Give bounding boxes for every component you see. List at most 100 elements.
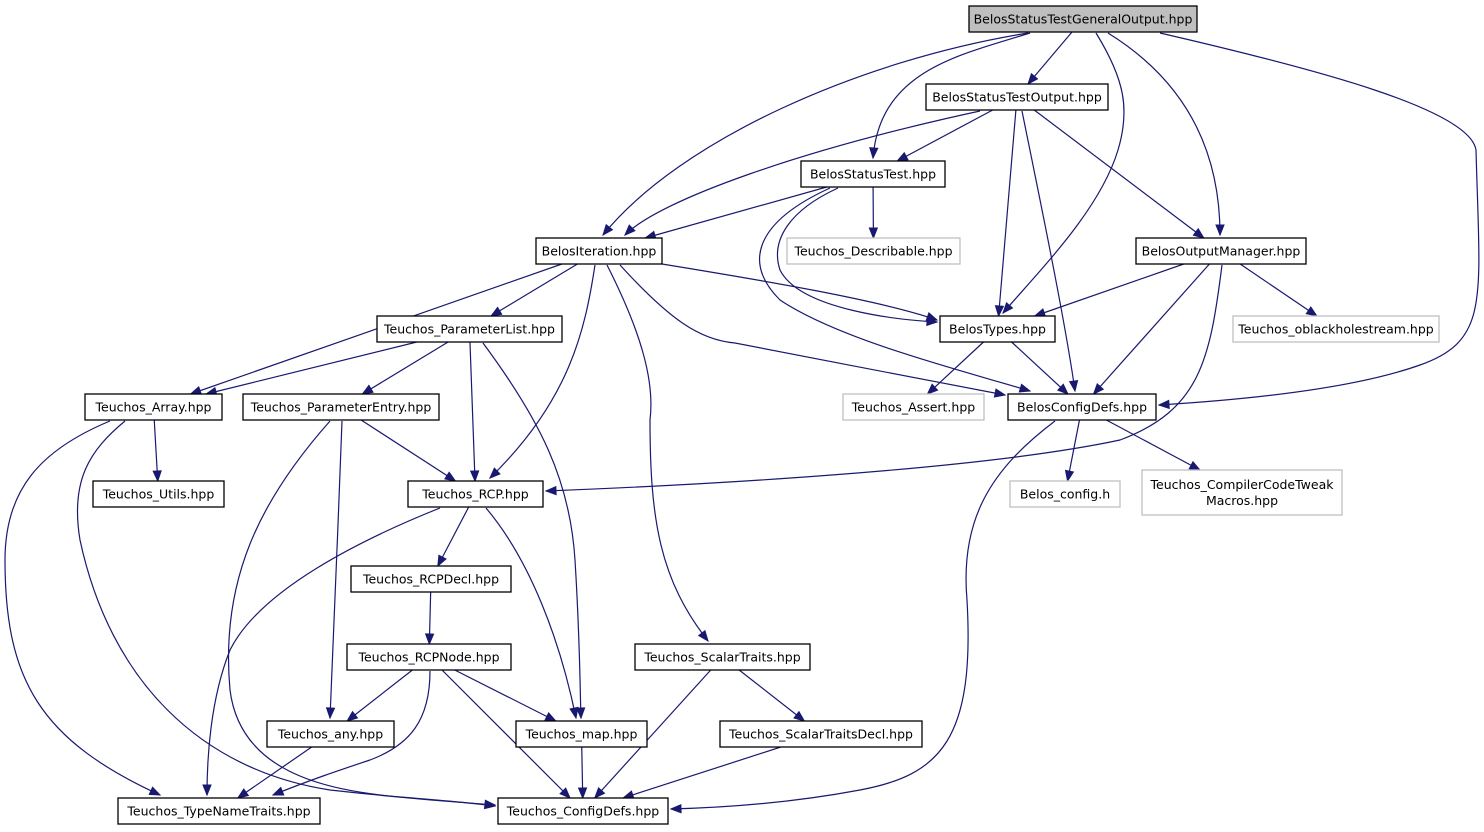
node-rcpdecl[interactable]: Teuchos_RCPDecl.hpp [350, 565, 512, 593]
node-sto[interactable]: BelosStatusTestOutput.hpp [925, 83, 1109, 111]
node-any[interactable]: Teuchos_any.hpp [266, 720, 395, 748]
node-box [407, 480, 544, 508]
edge-sto-to-bcd [1021, 110, 1076, 392]
edge-rcp-to-tnt [206, 507, 441, 796]
edge-root-to-sto [1027, 31, 1073, 85]
node-label: Teuchos_map.hpp [525, 727, 638, 742]
edge-types-to-assert [927, 341, 984, 395]
node-utils[interactable]: Teuchos_Utils.hpp [92, 480, 225, 508]
edge-pl-to-array [206, 341, 417, 395]
node-types[interactable]: BelosTypes.hpp [939, 315, 1056, 343]
arrowhead-sto-to-st [896, 151, 909, 162]
node-box [939, 315, 1056, 343]
edge-iter-to-array [190, 263, 563, 395]
edge-rcpnode-to-any [346, 669, 413, 722]
edge-sto-to-types [997, 109, 1017, 317]
node-label: Teuchos_Describable.hpp [793, 244, 952, 259]
node-box [515, 720, 648, 748]
node-root[interactable]: BelosStatusTestGeneralOutput.hpp [968, 5, 1198, 33]
node-scalar[interactable]: Teuchos_ScalarTraits.hpp [634, 643, 811, 671]
node-map[interactable]: Teuchos_map.hpp [515, 720, 648, 748]
arrowhead-sto-to-iter [624, 224, 636, 236]
node-assert: Teuchos_Assert.hpp [842, 393, 985, 421]
edge-sto-to-st [897, 109, 993, 162]
arrowhead-om-to-obh [1305, 306, 1318, 317]
arrowhead-om-to-rcp [544, 485, 557, 496]
edge-pe-to-tcd [227, 420, 496, 807]
arrowhead-root-to-types [1002, 301, 1014, 315]
edge-pe-to-rcp [360, 419, 456, 482]
arrowhead-rcpnode-to-map [544, 712, 557, 722]
node-rcpnode[interactable]: Teuchos_RCPNode.hpp [346, 643, 512, 671]
edge-om-to-bcd [1093, 263, 1210, 395]
node-pe[interactable]: Teuchos_ParameterEntry.hpp [242, 393, 440, 421]
arrowhead-array-to-utils [152, 470, 162, 483]
edge-om-to-types [1034, 263, 1184, 317]
node-label: Teuchos_ScalarTraits.hpp [643, 650, 800, 665]
edge-pe-to-any [329, 420, 343, 719]
node-label: Teuchos_Array.hpp [95, 400, 212, 415]
node-box [925, 83, 1109, 111]
node-label: BelosConfigDefs.hpp [1017, 400, 1147, 415]
node-om[interactable]: BelosOutputManager.hpp [1135, 237, 1307, 265]
edge-types-to-bcd [1011, 341, 1069, 395]
edge-root-to-types [1002, 32, 1125, 314]
arrowhead-pl-to-pe [361, 384, 374, 395]
node-box [242, 393, 440, 421]
edge-om-to-rcp [545, 264, 1223, 492]
arrowhead-pl-to-map [575, 707, 586, 720]
node-box [535, 237, 663, 265]
arrowhead-bcd-to-tcd [669, 803, 682, 814]
node-box [719, 720, 923, 748]
node-label: Teuchos_RCPDecl.hpp [362, 572, 499, 587]
node-tnt[interactable]: Teuchos_TypeNameTraits.hpp [117, 797, 321, 825]
node-label: BelosIteration.hpp [542, 244, 657, 259]
arrowhead-rcpnode-to-tnt [271, 786, 285, 796]
node-pl[interactable]: Teuchos_ParameterList.hpp [376, 315, 563, 343]
arrowhead-rcpnode-to-tcd [559, 787, 571, 799]
node-box [842, 393, 985, 421]
node-st[interactable]: BelosStatusTest.hpp [800, 160, 946, 188]
node-label: BelosStatusTestOutput.hpp [932, 90, 1102, 105]
arrowhead-bcd-to-bconf [1064, 469, 1075, 483]
edge-root-to-bcd [1158, 32, 1480, 406]
arrowhead-root-to-bcd [1157, 399, 1170, 410]
edge-pl-to-pe [362, 341, 449, 395]
node-rcp[interactable]: Teuchos_RCP.hpp [407, 480, 544, 508]
arrowhead-root-to-om [1215, 224, 1225, 237]
arrowhead-rcp-to-tnt [202, 784, 212, 797]
arrowhead-iter-to-scalar [697, 629, 709, 643]
edge-om-to-obh [1239, 263, 1318, 317]
arrowhead-iter-to-rcp [489, 467, 501, 479]
arrowhead-om-to-bcd [1092, 383, 1105, 396]
arrowhead-sto-to-bcd [1068, 379, 1079, 393]
node-bcd[interactable]: BelosConfigDefs.hpp [1007, 393, 1157, 421]
arrowhead-iter-to-array [189, 386, 203, 396]
edge-root-to-st [872, 32, 1031, 159]
node-iter[interactable]: BelosIteration.hpp [535, 237, 663, 265]
edge-rcpnode-to-map [454, 669, 557, 722]
arrowhead-types-to-bcd [1056, 383, 1069, 395]
node-label: Teuchos_ParameterList.hpp [383, 322, 555, 337]
arrowhead-any-to-tnt [236, 788, 250, 799]
edge-rcp-to-map [485, 507, 577, 719]
edge-scalar-to-tcd [594, 669, 712, 799]
edge-any-to-tnt [237, 746, 313, 799]
node-obh: Teuchos_oblackholestream.hpp [1232, 315, 1440, 343]
node-desc: Teuchos_Describable.hpp [786, 237, 961, 265]
node-tcd[interactable]: Teuchos_ConfigDefs.hpp [497, 797, 669, 825]
node-box [92, 480, 225, 508]
edge-rcp-to-rcpdecl [437, 506, 470, 567]
arrowhead-om-to-types [1033, 308, 1047, 318]
node-box [1141, 469, 1343, 516]
node-scalardecl[interactable]: Teuchos_ScalarTraitsDecl.hpp [719, 720, 923, 748]
node-box [117, 797, 321, 825]
arrowhead-array-to-tnt [148, 786, 162, 796]
node-label: Teuchos_ConfigDefs.hpp [506, 804, 659, 819]
node-label: Teuchos_oblackholestream.hpp [1237, 322, 1434, 337]
node-array[interactable]: Teuchos_Array.hpp [84, 393, 223, 421]
edge-rcpnode-to-tnt [272, 670, 431, 796]
edges-layer [4, 31, 1480, 814]
